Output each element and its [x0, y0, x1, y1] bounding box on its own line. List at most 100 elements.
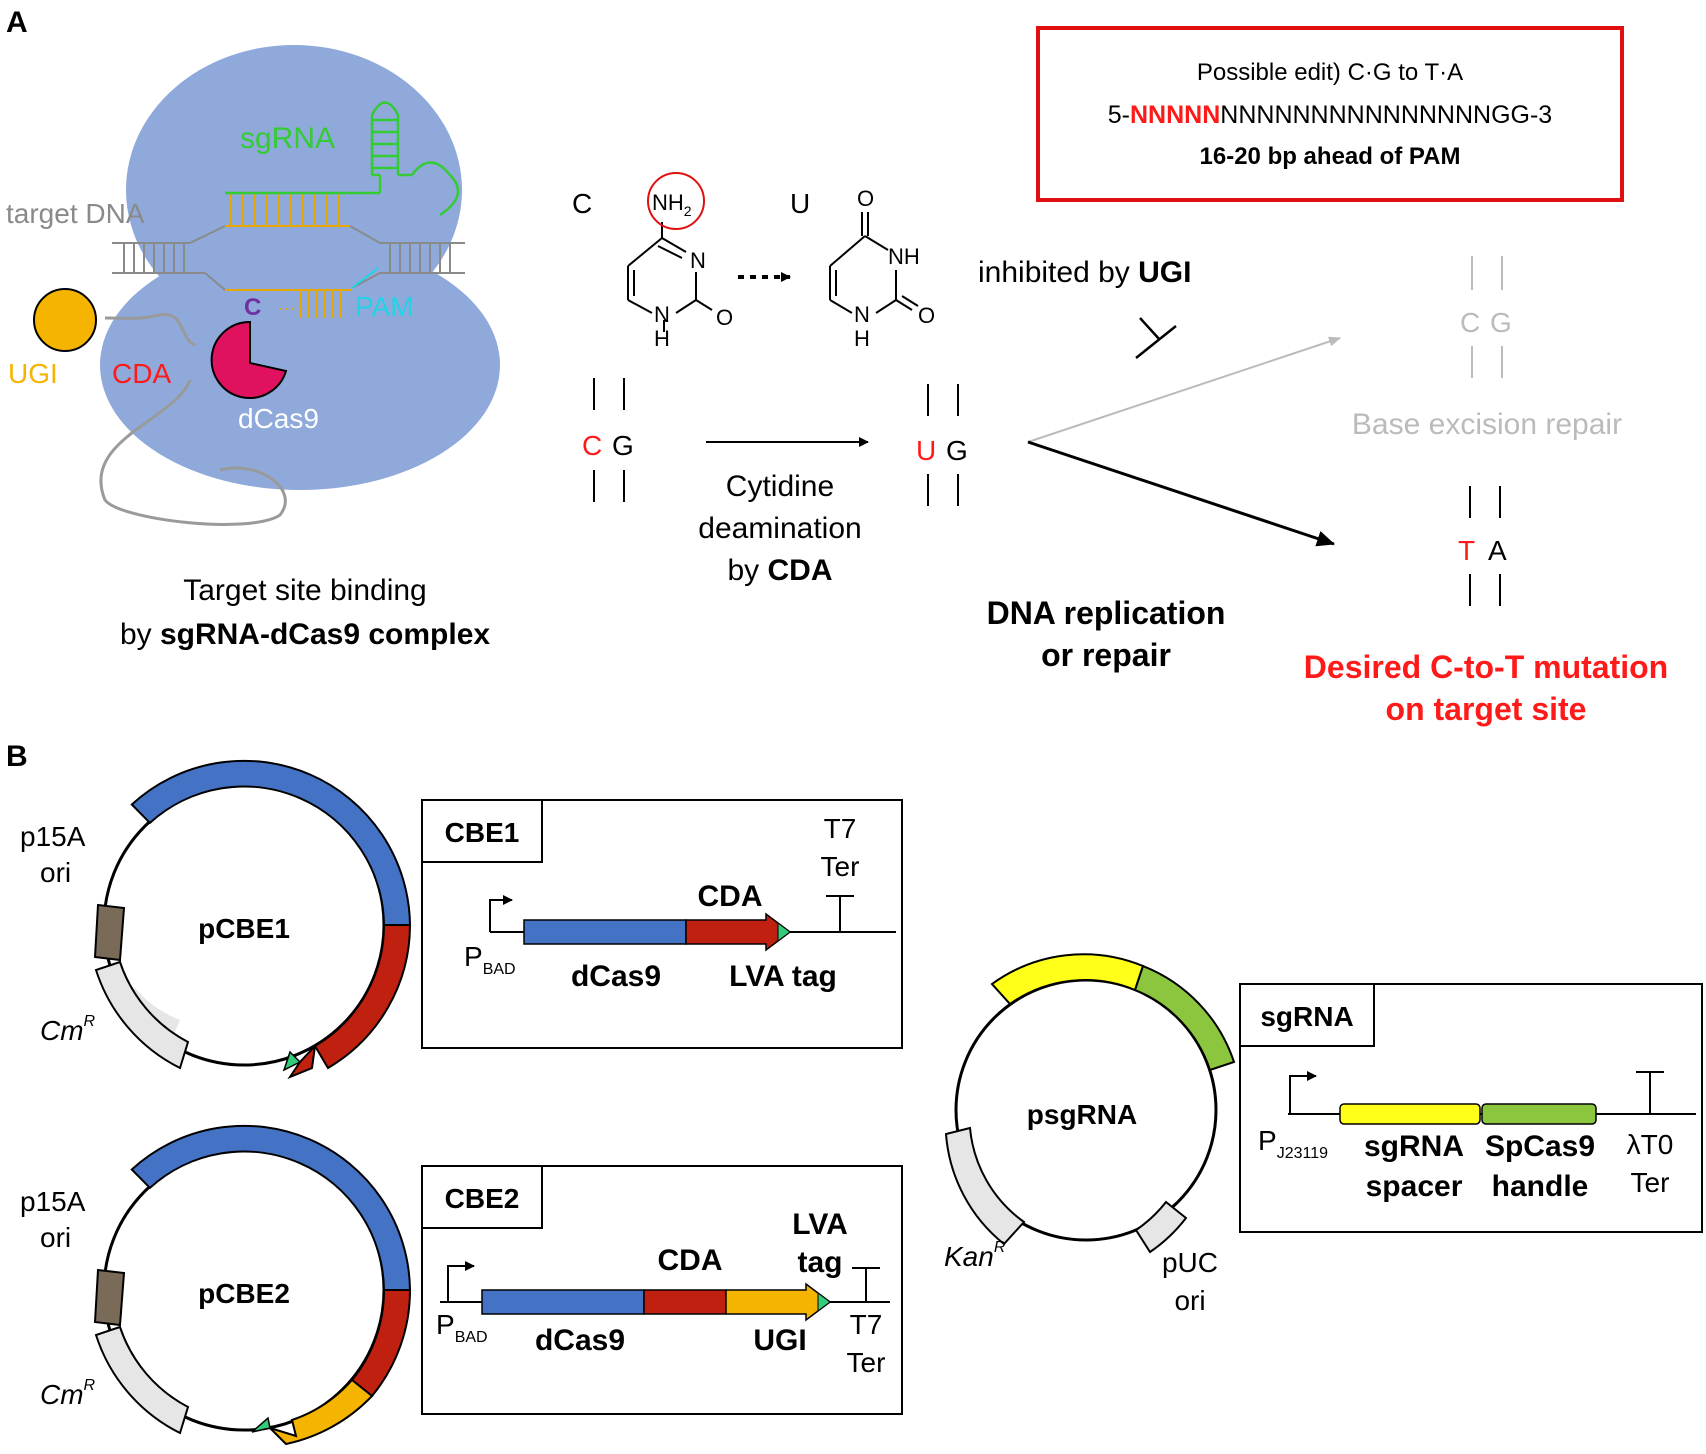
cytosine-n1: N: [654, 302, 670, 327]
cbe1-title: CBE1: [445, 817, 520, 848]
target-dna-right: [349, 225, 465, 289]
pcbe2-ugi-block: [269, 1378, 374, 1446]
desired-line2: on target site: [1386, 691, 1587, 727]
dots-text: ···: [278, 298, 296, 318]
ber-pair-g: G: [1490, 307, 1512, 338]
sgrna-promoter-arrow: [1289, 1071, 1317, 1114]
pcbe2-dcas9-block: [130, 1124, 412, 1291]
deamination-line1: Cytidine: [726, 470, 834, 503]
pam-pointer: [351, 267, 379, 289]
ta-pair-t: T: [1458, 535, 1475, 566]
pcbe1-name: pCBE1: [198, 913, 290, 944]
uracil-o2: O: [918, 303, 935, 328]
cbe2-promoter: PBAD: [436, 1309, 488, 1346]
cbe2-cda-block: [643, 1289, 727, 1315]
cbe2-ugi-label: UGI: [753, 1324, 806, 1357]
pcbe2-lva-block: [251, 1416, 271, 1433]
uracil-n1: N: [854, 302, 870, 327]
cbe1-lva-block: [777, 922, 791, 942]
ber-arrow: [1027, 336, 1341, 443]
cbe2-terminator: [852, 1267, 880, 1302]
cg-pair-bonds: [593, 378, 625, 502]
psgrna-spacer-block: [990, 953, 1145, 1006]
cytosine-structure: C NH2 N O N H: [572, 172, 733, 351]
deamination-line3: by CDA: [727, 554, 832, 587]
c-base-label: C: [244, 294, 261, 321]
pcbe1-ori-line1: p15A: [20, 821, 86, 852]
pcbe2-ori-line1: p15A: [20, 1186, 86, 1217]
cbe2-lva-line1: LVA: [792, 1208, 848, 1241]
pcbe2-plasmid: pCBE2 p15A ori CmR: [20, 1124, 412, 1446]
dcas9-label: dCas9: [238, 403, 319, 434]
pcbe1-ori-line2: ori: [40, 857, 71, 888]
replication-line1: DNA replication: [987, 595, 1226, 631]
cbe1-cda-label: CDA: [698, 880, 763, 913]
ug-pair-g: G: [946, 435, 968, 466]
pcbe1-dcas9-block: [130, 759, 412, 926]
psgrna-plasmid: psgRNA KanR pUC ori: [944, 953, 1236, 1316]
cda-domain: [210, 320, 288, 399]
panel-b-letter: B: [6, 740, 28, 773]
nuc-lobe: [100, 240, 500, 490]
cbe2-ugi-block: [725, 1282, 832, 1322]
cbe2-title-box: [421, 1165, 543, 1229]
possible-edit-box: [1036, 26, 1624, 202]
cbe1-promoter: PBAD: [464, 941, 516, 978]
ta-pair-a: A: [1488, 535, 1507, 566]
pcbe1-marker-block: [94, 960, 190, 1070]
uracil-label: U: [790, 188, 810, 219]
pcbe2-ori-line2: ori: [40, 1222, 71, 1253]
psgrna-ori-line2: ori: [1174, 1285, 1205, 1316]
sgrna-strand: [225, 101, 460, 217]
pcbe1-marker: CmR: [40, 1013, 96, 1046]
sgrna-handle-block: [1481, 1103, 1597, 1125]
psgrna-ori-block: [1134, 1200, 1188, 1254]
pcbe1-arrowhead: [287, 1043, 317, 1080]
cbe2-dcas9-label: dCas9: [535, 1324, 625, 1357]
cbe2-promoter-arrow: [447, 1261, 475, 1302]
cbe1-ter-line1: T7: [824, 813, 857, 844]
sgrna-dcas9-complex: ··· C sgRNA target DNA PAM UGI CDA dCas9: [6, 45, 500, 526]
pcbe2-marker-block: [94, 1325, 190, 1435]
cbe1-ter-line2: Ter: [821, 851, 860, 882]
uracil-n3h: NH: [888, 244, 920, 269]
cytosine-label: C: [572, 188, 592, 219]
desired-line1: Desired C-to-T mutation: [1304, 649, 1668, 685]
sgrna-handle-line1: SpCas9: [1485, 1130, 1595, 1163]
pcbe1-ori-block: [93, 903, 126, 962]
non-target-strand: [225, 289, 352, 318]
pcbe1-plasmid: pCBE1 p15A ori CmR: [20, 759, 412, 1080]
pcbe2-marker: CmR: [40, 1377, 96, 1410]
psgrna-ori-line1: pUC: [1162, 1247, 1218, 1278]
sgrna-construct: sgRNA PJ23119 sgRNA spacer SpCas9 handle…: [1239, 983, 1703, 1233]
pcbe2-cda-block: [350, 1289, 412, 1398]
cbe2-title: CBE2: [445, 1183, 520, 1214]
sgrna-title-box: [1239, 983, 1375, 1047]
sgrna-spacer-block: [1339, 1103, 1481, 1125]
cbe1-dcas9-block: [523, 919, 687, 945]
cbe2-construct: CBE2 PBAD dCas9 CDA UGI LVA tag T7 Ter: [421, 1165, 903, 1415]
ber-label: Base excision repair: [1352, 408, 1622, 441]
cbe2-ter-line1: T7: [850, 1309, 883, 1340]
ugi-domain: [33, 288, 97, 352]
cbe1-terminator: [826, 895, 854, 932]
edit-line3: 16-20 bp ahead of PAM: [1200, 143, 1461, 170]
pam-label: PAM: [355, 291, 414, 322]
inhibited-label: inhibited by UGI: [978, 256, 1191, 289]
sgrna-ter-line2: Ter: [1631, 1167, 1670, 1198]
uracil-h1: H: [854, 326, 870, 351]
panel-a-letter: A: [6, 6, 28, 39]
sgrna-terminator: [1636, 1071, 1664, 1114]
linker: [99, 313, 287, 526]
cbe2-lva-block: [817, 1292, 831, 1312]
amine-label: NH2: [652, 190, 692, 219]
ber-pair-bonds: [1471, 256, 1503, 378]
target-dna-left: [112, 225, 226, 291]
pcbe1-cda-block: [313, 924, 412, 1070]
cbe1-cda-block: [685, 912, 792, 952]
inhibition-symbol: [1135, 317, 1177, 359]
pcbe2-ori-block: [93, 1268, 126, 1327]
edit-sequence: 5-NNNNNNNNNNNNNNNNNNNNGG-3: [1108, 101, 1552, 129]
pcbe2-name: pCBE2: [198, 1278, 290, 1309]
